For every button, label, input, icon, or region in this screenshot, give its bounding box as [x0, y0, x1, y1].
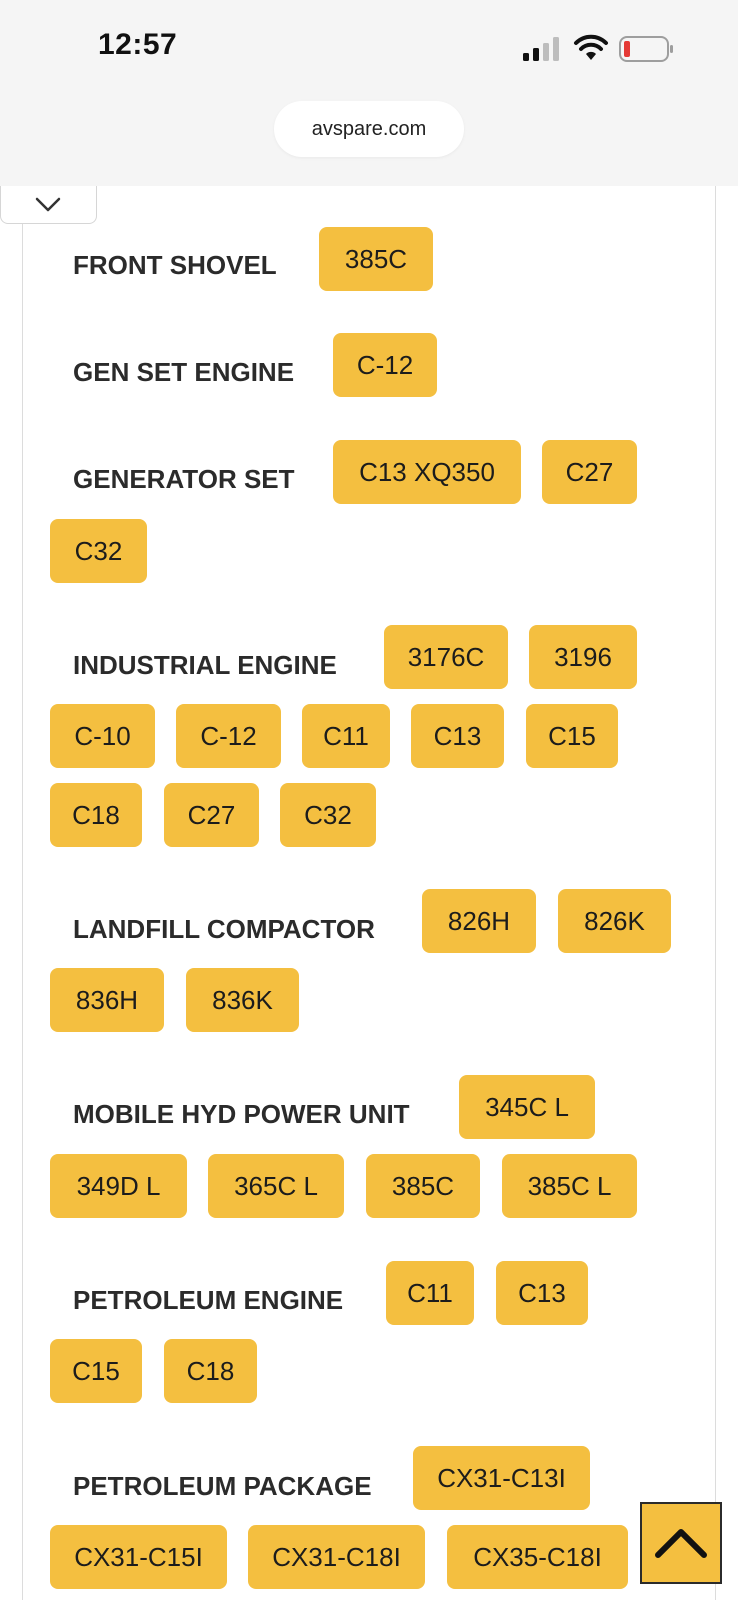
category-label-mobile-hyd-power-unit: MOBILE HYD POWER UNIT [73, 1099, 410, 1129]
status-bar: 12:57 [0, 0, 738, 95]
wifi-icon [574, 34, 608, 60]
category-label-petroleum-package: PETROLEUM PACKAGE [73, 1471, 372, 1501]
model-chip[interactable]: C32 [50, 519, 147, 583]
battery-low-icon [619, 36, 673, 62]
model-chip[interactable]: CX31-C15I [50, 1525, 227, 1589]
category-label-front-shovel: FRONT SHOVEL [73, 250, 277, 280]
category-label-landfill-compactor: LANDFILL COMPACTOR [73, 914, 375, 944]
category-label-petroleum-engine: PETROLEUM ENGINE [73, 1285, 344, 1315]
model-chip[interactable]: 385C [319, 227, 433, 291]
model-chip[interactable]: 826H [422, 889, 536, 953]
model-chip[interactable]: 3176C [384, 625, 508, 689]
model-chip[interactable]: 365C L [208, 1154, 344, 1218]
model-chip[interactable]: C27 [542, 440, 637, 504]
model-chip[interactable]: C18 [50, 783, 142, 847]
model-chip[interactable]: C13 XQ350 [333, 440, 521, 504]
model-chip[interactable]: C-10 [50, 704, 155, 768]
status-time: 12:57 [98, 28, 178, 61]
model-chip[interactable]: 345C L [459, 1075, 595, 1139]
model-chip[interactable]: C11 [386, 1261, 474, 1325]
model-chip[interactable]: 3196 [529, 625, 637, 689]
model-chip[interactable]: 826K [558, 889, 671, 953]
collapse-toggle-button[interactable] [0, 186, 97, 224]
model-chip[interactable]: 385C L [502, 1154, 637, 1218]
url-text: avspare.com [311, 117, 427, 140]
model-chip[interactable]: C-12 [176, 704, 281, 768]
chevron-up-icon [655, 1529, 707, 1558]
model-chip[interactable]: C-12 [333, 333, 437, 397]
model-chip[interactable]: C27 [164, 783, 259, 847]
model-chip[interactable]: C13 [496, 1261, 588, 1325]
chevron-down-icon [35, 197, 60, 211]
model-chip[interactable]: 836H [50, 968, 164, 1032]
url-bar[interactable]: avspare.com [274, 101, 464, 157]
model-chip[interactable]: CX35-C18I [447, 1525, 628, 1589]
signal-icon [523, 37, 559, 61]
category-label-generator-set: GENERATOR SET [73, 464, 295, 494]
model-chip[interactable]: 349D L [50, 1154, 187, 1218]
model-chip[interactable]: 385C [366, 1154, 480, 1218]
back-to-top-button[interactable] [640, 1502, 722, 1584]
model-chip[interactable]: C15 [50, 1339, 142, 1403]
model-chip[interactable]: C15 [526, 704, 618, 768]
category-label-gen-set-engine: GEN SET ENGINE [73, 357, 295, 387]
model-chip[interactable]: C13 [411, 704, 504, 768]
content-border-right [715, 186, 716, 1600]
model-chip[interactable]: C32 [280, 783, 376, 847]
model-chip[interactable]: 836K [186, 968, 299, 1032]
model-chip[interactable]: C18 [164, 1339, 257, 1403]
content-border-left [22, 186, 23, 1600]
model-chip[interactable]: CX31-C13I [413, 1446, 590, 1510]
model-chip[interactable]: C11 [302, 704, 390, 768]
category-label-industrial-engine: INDUSTRIAL ENGINE [73, 650, 337, 680]
model-chip[interactable]: CX31-C18I [248, 1525, 425, 1589]
